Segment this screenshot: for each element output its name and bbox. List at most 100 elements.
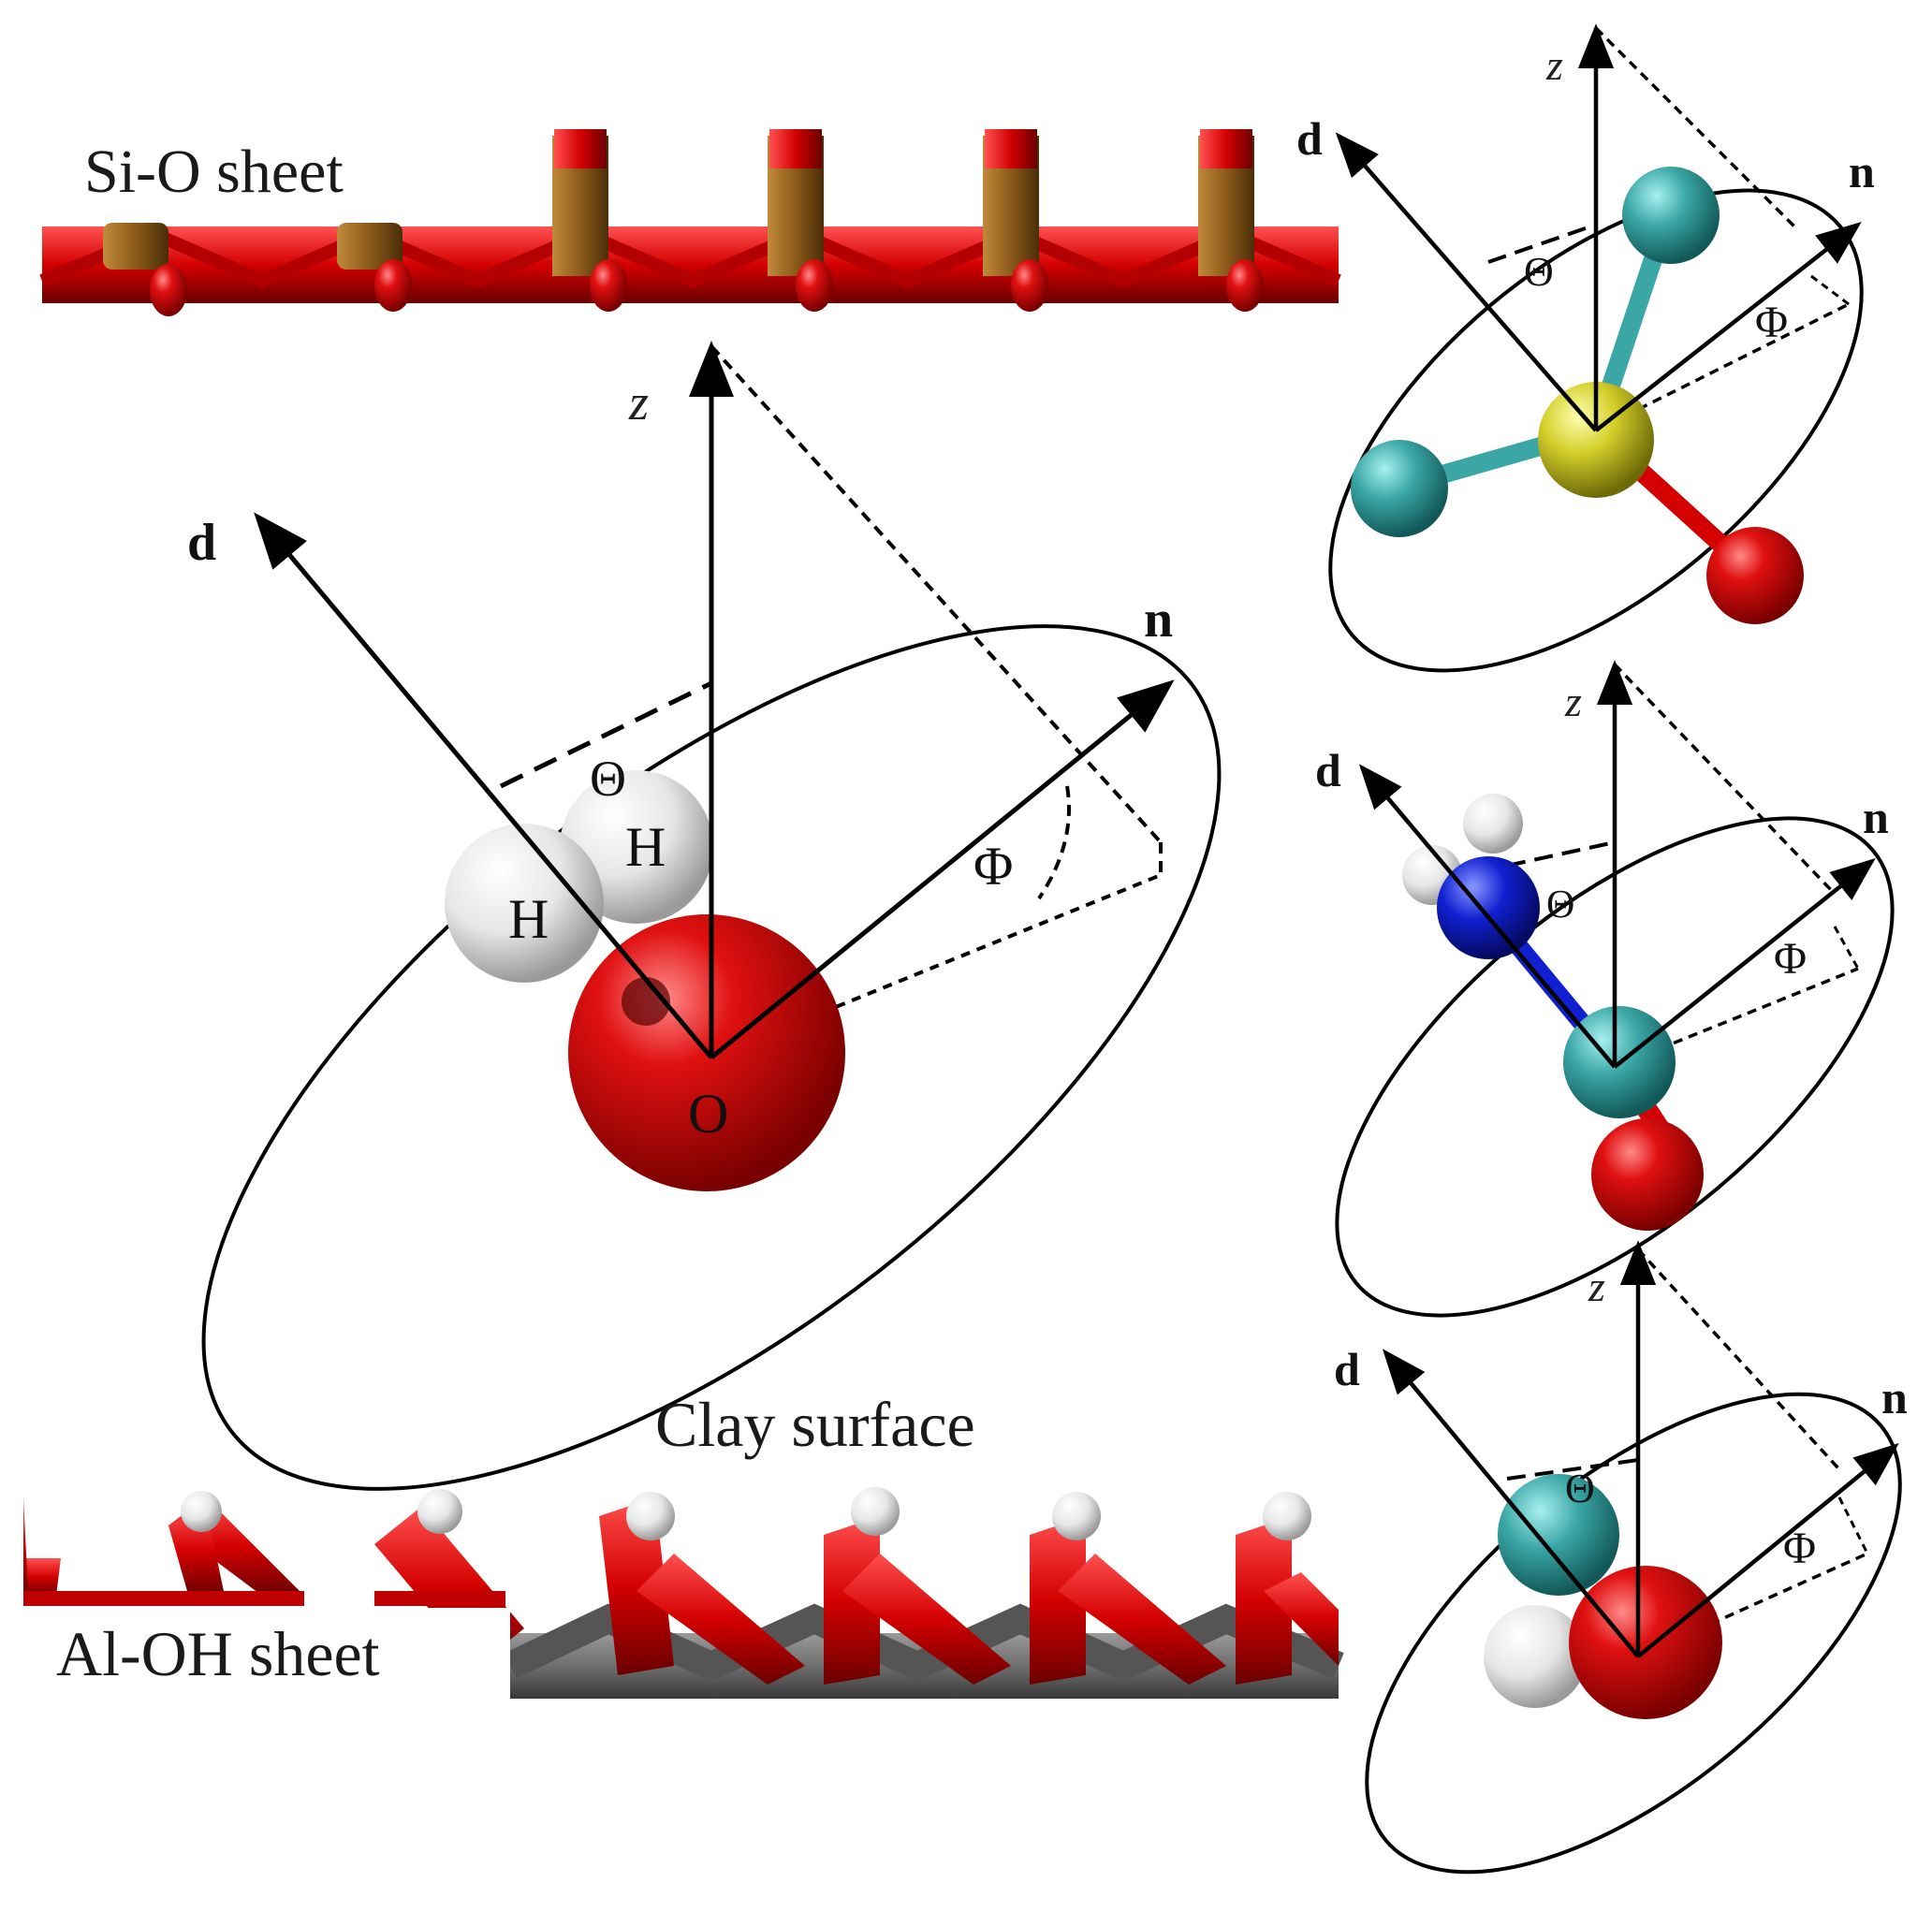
inset1-s-atom bbox=[1538, 382, 1654, 498]
inset3-z-label: z bbox=[1588, 1263, 1605, 1310]
inset3-c-atom bbox=[1498, 1474, 1619, 1596]
inset1-theta-arc bbox=[1487, 223, 1597, 264]
o-drop bbox=[1226, 259, 1264, 312]
inset3-dashed-proj bbox=[1637, 1552, 1868, 1658]
inset3-n-label: n bbox=[1881, 1371, 1908, 1423]
inset1-teal-atom bbox=[1351, 440, 1448, 537]
inset2-theta-arc bbox=[1506, 840, 1616, 868]
h-atom-front bbox=[445, 824, 604, 983]
inset1-phi-arc bbox=[1810, 274, 1850, 306]
h-cap bbox=[181, 1491, 222, 1532]
o-cap bbox=[769, 129, 822, 168]
aloh-sheet-label: Al-OH sheet bbox=[56, 1618, 380, 1689]
o-drop bbox=[374, 259, 412, 312]
inset-3-methanol-molecule: z d n Θ Φ bbox=[1334, 1240, 1908, 1875]
oh-base bbox=[23, 1591, 304, 1606]
o-cap bbox=[554, 129, 607, 168]
o-drop bbox=[796, 259, 833, 312]
oh-rod bbox=[637, 1554, 805, 1685]
inset2-n-label: n bbox=[1863, 791, 1889, 843]
sio-chain-zigzag bbox=[39, 226, 1341, 288]
inset2-n-atom bbox=[1437, 856, 1540, 959]
inset1-phi-label: Φ bbox=[1755, 298, 1788, 347]
oh-rod bbox=[824, 1516, 880, 1685]
main-phi-arc bbox=[1037, 785, 1071, 900]
main-orientation-diagram: z d n Θ Φ H H O bbox=[187, 341, 1222, 1491]
h-cap bbox=[851, 1487, 900, 1536]
h-cap bbox=[1263, 1492, 1311, 1540]
oh-base bbox=[374, 1591, 505, 1606]
o-cap bbox=[1200, 129, 1252, 168]
inset3-theta-arc bbox=[1506, 1458, 1639, 1481]
main-dashed-proj bbox=[710, 873, 1162, 1059]
aloh-sheet: Al-OH sheet bbox=[23, 1487, 1344, 1711]
inset2-dashed-proj bbox=[1614, 967, 1859, 1069]
inset2-theta-label: Θ bbox=[1546, 883, 1574, 927]
oh-rod bbox=[1030, 1516, 1086, 1685]
o-atom-label: O bbox=[688, 1083, 728, 1145]
sio-chain-band bbox=[42, 226, 1339, 303]
sio-sheet-label: Si-O sheet bbox=[84, 138, 344, 206]
main-theta-arc bbox=[499, 680, 713, 789]
main-n-label: n bbox=[1144, 591, 1173, 649]
inset1-n-label: n bbox=[1849, 145, 1875, 197]
inset-2-amide-molecule: z d n Θ Φ bbox=[1315, 660, 1895, 1318]
inset2-o-atom bbox=[1591, 1118, 1704, 1231]
inset3-dashed-z-n bbox=[1636, 1248, 1841, 1471]
inset1-theta-label: Θ bbox=[1524, 249, 1554, 295]
main-d-label: d bbox=[187, 514, 216, 572]
inset3-o-atom bbox=[1569, 1566, 1722, 1719]
inset3-n-vector bbox=[1636, 1442, 1899, 1658]
inset3-phi-arc bbox=[1837, 1496, 1869, 1554]
main-n-vector bbox=[710, 679, 1175, 1059]
inset2-n-vector bbox=[1613, 858, 1876, 1069]
o-drop bbox=[150, 264, 187, 316]
o-drop bbox=[1011, 259, 1048, 312]
o-drop bbox=[590, 259, 627, 312]
o-cap bbox=[985, 129, 1037, 168]
apical-oxygens bbox=[554, 129, 1252, 168]
main-theta-label: Θ bbox=[590, 751, 626, 807]
main-z-label: z bbox=[628, 374, 649, 431]
sio-sheet: Si-O sheet bbox=[39, 129, 1341, 316]
si-node bbox=[103, 223, 168, 270]
inset3-d-vector bbox=[1382, 1349, 1640, 1658]
inset-1-so-molecule: z d n Θ Φ bbox=[1296, 23, 1875, 673]
h-cap bbox=[626, 1492, 675, 1540]
inset2-d-vector bbox=[1358, 764, 1617, 1069]
inset2-phi-arc bbox=[1833, 926, 1860, 970]
h-cap bbox=[1052, 1492, 1101, 1540]
inset2-z-label: z bbox=[1564, 678, 1582, 725]
h-back-label: H bbox=[625, 816, 666, 878]
inset1-o-atom bbox=[1706, 527, 1804, 624]
inset1-n-vector bbox=[1594, 222, 1862, 432]
inset3-h-atom bbox=[1484, 1605, 1587, 1708]
inset3-d-label: d bbox=[1334, 1343, 1360, 1395]
h-front-label: H bbox=[508, 888, 549, 950]
h-caps bbox=[181, 1487, 1311, 1540]
inset2-phi-label: Φ bbox=[1774, 934, 1807, 984]
inset2-dashed-z-n bbox=[1613, 663, 1837, 896]
si-node bbox=[337, 223, 402, 270]
main-d-vector bbox=[254, 512, 713, 1059]
inset3-phi-label: Φ bbox=[1783, 1524, 1816, 1573]
clay-surface-label: Clay surface bbox=[655, 1389, 975, 1460]
main-dashed-z-n bbox=[710, 344, 1163, 844]
inset1-teal-atom bbox=[1622, 167, 1720, 264]
h-cap bbox=[417, 1489, 462, 1534]
inset2-d-label: d bbox=[1315, 744, 1341, 796]
oh-rod bbox=[599, 1497, 674, 1675]
oh-rod bbox=[1236, 1516, 1292, 1685]
oh-rod bbox=[842, 1554, 1011, 1685]
o-atom-shadow bbox=[622, 977, 670, 1026]
main-phi-label: Φ bbox=[973, 836, 1013, 897]
oh-rod bbox=[1264, 1572, 1339, 1666]
basal-oxygens bbox=[150, 259, 1264, 316]
oh-rod bbox=[23, 1558, 61, 1596]
inset1-d-vector bbox=[1335, 132, 1598, 432]
inset2-h-atom bbox=[1463, 794, 1523, 854]
oh-rod bbox=[23, 1497, 28, 1596]
inset1-z-label: z bbox=[1545, 41, 1563, 89]
inset3-theta-label: Θ bbox=[1565, 1466, 1595, 1511]
